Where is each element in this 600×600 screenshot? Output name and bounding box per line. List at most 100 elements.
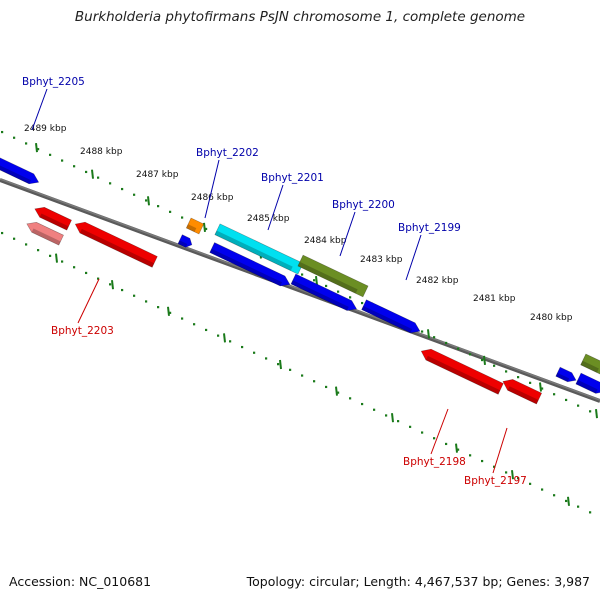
gene-shading [361, 305, 413, 333]
gene-bphyt-2198 [420, 348, 504, 395]
scale-label-2486: 2486 kbp [191, 193, 234, 203]
scale-label-2489: 2489 kbp [24, 124, 67, 134]
scale-dot [325, 284, 328, 288]
scale-dot [145, 199, 148, 202]
bphyt-2197-label: Bphyt_2197 [464, 475, 527, 487]
scale-dot [529, 482, 532, 485]
gene-red-small [34, 207, 72, 231]
scale-dot [553, 494, 556, 497]
scale-dot [469, 454, 472, 457]
gene-shading [580, 360, 599, 373]
gene-body [34, 207, 72, 231]
scale-dot [133, 294, 136, 297]
lower-scale-tick [111, 280, 114, 290]
scale-dot [241, 345, 244, 349]
upper-scale-tick [483, 355, 486, 366]
scale-dot [433, 336, 436, 339]
lower-scale-tick [391, 413, 394, 423]
scale-dot [169, 311, 172, 314]
scale-dot [577, 505, 580, 508]
scale-dot [457, 448, 460, 451]
scale-label-2487: 2487 kbp [136, 170, 179, 180]
scale-dot [505, 471, 508, 474]
scale-dot [337, 391, 340, 394]
scale-dot [589, 410, 592, 413]
lower-scale-tick [55, 253, 58, 263]
bphyt-2200-leader-line [339, 211, 356, 257]
scale-dot [553, 393, 556, 396]
scale-dot [397, 420, 400, 423]
scale-dot [13, 136, 16, 139]
gene-body [502, 379, 543, 405]
scale-dot [1, 130, 4, 134]
gene-shading [31, 228, 61, 246]
gene-blue-b [290, 273, 358, 311]
bphyt-2198-label: Bphyt_2198 [403, 456, 466, 468]
scale-dot [157, 205, 160, 208]
scale-dot [133, 193, 136, 196]
gene-shading [575, 379, 598, 394]
scale-dot [361, 301, 364, 305]
scale-dot [289, 368, 292, 371]
scale-dot [445, 442, 448, 446]
upper-scale-tick [203, 222, 206, 233]
scale-dot [565, 398, 568, 402]
scale-dot [529, 381, 532, 384]
lower-scale-tick [279, 359, 282, 370]
bphyt-2200-label: Bphyt_2200 [332, 199, 395, 211]
scale-dot [97, 277, 100, 280]
scale-dot [169, 210, 172, 213]
scale-dot [193, 323, 196, 326]
gene-body [185, 217, 205, 235]
scale-dot [25, 142, 28, 145]
scale-dot [85, 170, 88, 174]
scale-dot [313, 380, 316, 383]
scale-dot [157, 306, 160, 309]
scale-dot [457, 347, 460, 350]
scale-dot [565, 499, 568, 503]
gene-shading [177, 240, 188, 248]
scale-dot [337, 290, 340, 293]
scale-dot [349, 397, 352, 400]
scale-dot [85, 271, 88, 275]
scale-dot [49, 254, 52, 257]
scale-dot [445, 341, 448, 345]
upper-scale-tick [539, 382, 542, 392]
scale-dot [325, 385, 328, 389]
bphyt-2202-label: Bphyt_2202 [196, 147, 259, 159]
scale-dot [481, 358, 484, 362]
bphyt-2197-leader-line [492, 427, 508, 474]
gene-body [0, 156, 40, 185]
scale-dot [301, 273, 304, 276]
bphyt-2201-leader-line [267, 184, 284, 231]
scale-dot [577, 404, 580, 407]
scale-dot [517, 477, 520, 480]
gene-shading [297, 261, 358, 294]
upper-scale-tick [91, 169, 94, 179]
gene-shading [186, 224, 197, 232]
scale-dot [349, 296, 352, 299]
gene-body [297, 254, 369, 298]
upper-scale-tick [427, 329, 430, 339]
scale-dot [25, 243, 28, 246]
gene-shading [555, 372, 570, 382]
scale-dot [13, 237, 16, 240]
gene-body [361, 299, 421, 334]
scale-dot [97, 176, 100, 179]
gene-shading [79, 228, 155, 268]
accession-text: Accession: NC_010681 [9, 574, 152, 589]
gene-shading [39, 213, 69, 231]
gene-body [575, 372, 600, 394]
scale-dot [121, 288, 124, 292]
scale-dot [301, 374, 304, 377]
scale-dot [493, 465, 496, 468]
scale-dot [541, 387, 544, 390]
bphyt-2205-label: Bphyt_2205 [22, 76, 85, 88]
scale-label-2483: 2483 kbp [360, 255, 403, 265]
scale-dot [421, 431, 424, 434]
scale-dot [385, 414, 388, 417]
gene-shading [291, 280, 349, 311]
scale-dot [541, 488, 544, 491]
gene-bphyt-2197 [502, 379, 543, 405]
